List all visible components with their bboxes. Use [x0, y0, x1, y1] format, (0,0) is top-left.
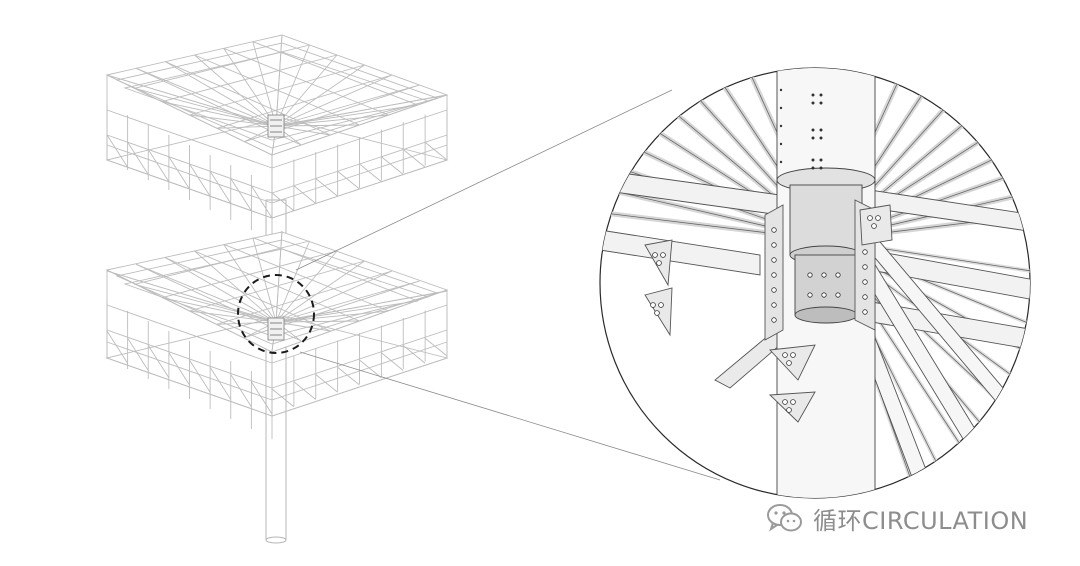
- connection-detail-view: [599, 67, 1031, 499]
- wechat-logo-icon: [767, 504, 802, 532]
- watermark-text: 循环CIRCULATION: [813, 506, 1029, 535]
- lower-platform: [105, 230, 449, 439]
- upper-platform: [105, 34, 449, 240]
- callout-lines: [295, 89, 721, 481]
- watermark: 循环CIRCULATION: [765, 500, 1028, 536]
- callout-circle: [237, 274, 315, 354]
